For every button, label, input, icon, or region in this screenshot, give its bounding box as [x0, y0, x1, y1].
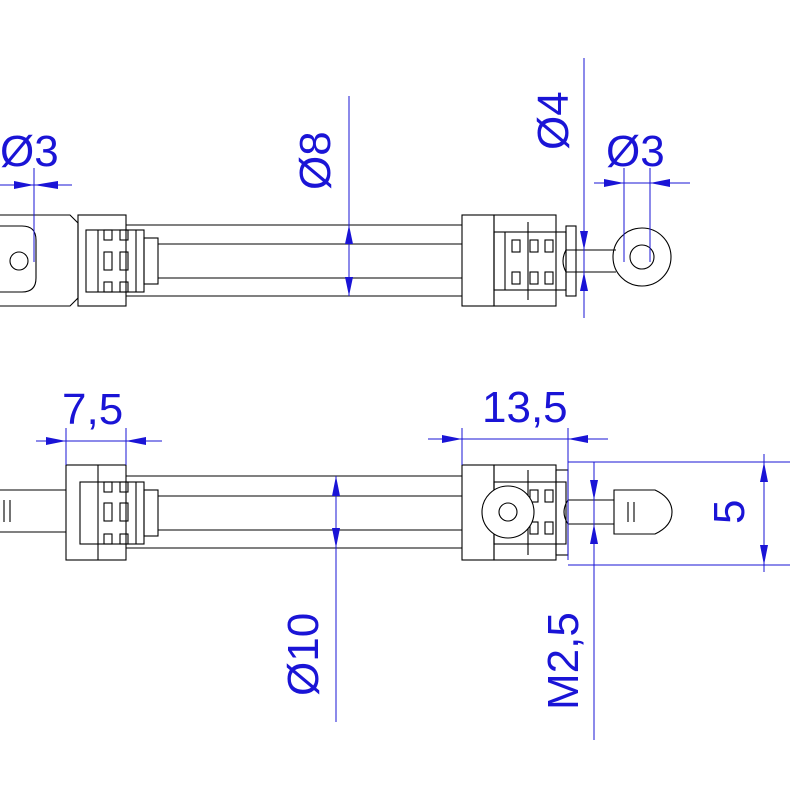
dim-height: 5	[705, 500, 754, 524]
right-end-notch	[529, 521, 539, 535]
right-end-notch	[529, 489, 539, 503]
dim-arrow	[590, 480, 598, 500]
dim-arrow	[580, 272, 588, 291]
dim-arrow	[14, 181, 34, 189]
left-cap-step	[143, 237, 159, 285]
left-eyelet-hole	[9, 251, 29, 271]
left-cap-step	[143, 489, 159, 537]
left-cap-notch	[103, 229, 113, 241]
dim-arrow	[34, 181, 58, 189]
right-eye-body	[613, 489, 673, 535]
right-eyelet-hole	[629, 244, 655, 270]
left-cap-notch	[103, 502, 113, 522]
thread-end	[563, 499, 569, 525]
dim-arrow	[604, 179, 624, 187]
dim-arrow	[345, 277, 353, 296]
dim-body-dia: Ø10	[279, 613, 328, 696]
dim-arrow	[332, 528, 340, 548]
dim-arrow	[650, 179, 670, 187]
right-cap-notch	[529, 239, 539, 253]
right-eyelet-outer	[612, 227, 672, 287]
right-cap-notch	[511, 271, 521, 285]
dim-arrow	[760, 462, 768, 482]
dim-rod-dia: Ø4	[529, 91, 578, 150]
left-cap-notch	[119, 251, 129, 271]
rod-end	[562, 249, 567, 273]
left-cap	[77, 214, 127, 307]
dim-right-end-len: 13,5	[482, 383, 568, 432]
left-stub	[0, 489, 66, 533]
right-cap-notch	[544, 239, 554, 253]
dim-body-dia: Ø8	[291, 131, 340, 190]
left-eyelet-inner	[0, 225, 37, 293]
left-cap-notch	[103, 533, 113, 545]
left-cap	[65, 464, 127, 561]
left-cap-notch	[103, 251, 113, 271]
left-cap-notch	[119, 229, 129, 241]
right-end-notch	[544, 521, 554, 535]
dim-arrow	[345, 225, 353, 244]
dim-arrow	[760, 545, 768, 565]
dim-arrow	[332, 476, 340, 496]
right-cap-notch	[529, 271, 539, 285]
left-cap-notch	[103, 281, 113, 293]
right-cap	[493, 214, 557, 307]
dim-left-eye-dia: Ø3	[0, 127, 59, 176]
dim-right-eye-dia: Ø3	[606, 127, 665, 176]
left-cap-notch	[103, 481, 113, 493]
right-cap-outer	[461, 214, 495, 307]
left-cap-notch	[119, 481, 129, 493]
right-cap-flange	[565, 225, 577, 297]
dim-arrow	[442, 435, 462, 443]
pivot-outer	[481, 485, 535, 539]
bottom-view: 7,5 13,5 5 Ø10 M2,5	[0, 383, 790, 740]
dim-arrow	[568, 435, 588, 443]
right-end-notch	[544, 489, 554, 503]
dim-arrow	[590, 524, 598, 544]
dim-thread: M2,5	[539, 612, 588, 710]
dim-arrow	[126, 437, 146, 445]
dim-arrow	[46, 437, 66, 445]
right-cap-notch	[511, 239, 521, 253]
dim-left-cap-len: 7,5	[62, 385, 123, 434]
right-cap-notch	[544, 271, 554, 285]
dim-arrow	[580, 231, 588, 250]
left-cap-inner	[85, 229, 145, 293]
left-cap-notch	[119, 281, 129, 293]
pivot-inner	[498, 502, 518, 522]
left-cap-notch	[119, 502, 129, 522]
left-cap-notch	[119, 533, 129, 545]
top-view: Ø3 Ø8 Ø4 Ø3	[0, 58, 690, 318]
